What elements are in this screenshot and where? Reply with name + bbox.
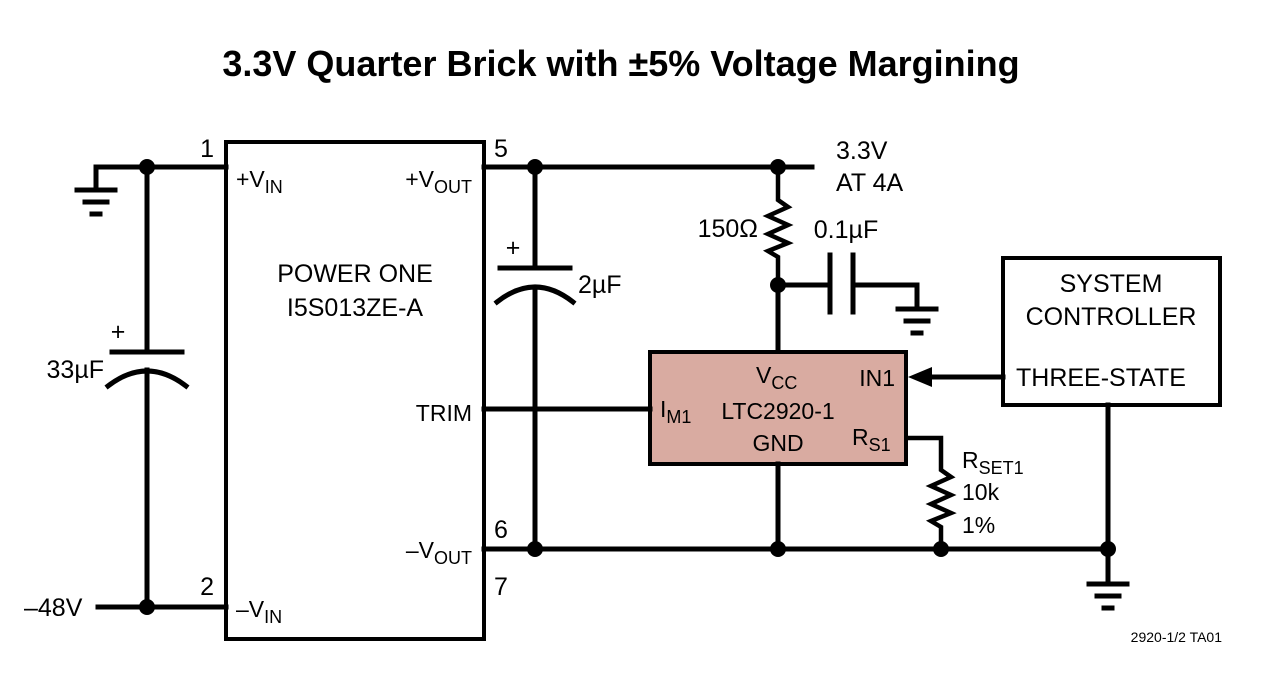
cout-value-label: 2µF bbox=[578, 271, 622, 299]
wire-ground-vin-plus bbox=[93, 164, 229, 191]
pin-label-vin-plus: +VIN bbox=[236, 166, 283, 197]
power-brick-block bbox=[224, 140, 486, 641]
resistor-rvcc bbox=[762, 167, 794, 285]
chip-pin-gnd: GND bbox=[752, 430, 803, 456]
wire-bypass-ground bbox=[850, 282, 920, 310]
chip-pin-rs1: RS1 bbox=[852, 424, 891, 455]
rset-label: RSET1 bbox=[962, 447, 1024, 478]
ground-symbol-bypass bbox=[895, 306, 939, 336]
pin-label-vin-minus: –VIN bbox=[236, 596, 282, 627]
chip-pin-im1: IM1 bbox=[660, 396, 691, 427]
brick-name-line2: I5S013ZE-A bbox=[287, 294, 424, 322]
rset-value-label: 10k bbox=[962, 479, 1000, 505]
junction-dot bbox=[933, 541, 949, 557]
cout-plus-sign: + bbox=[506, 234, 521, 262]
pin-label-trim: TRIM bbox=[416, 400, 472, 426]
cbypass-value-label: 0.1µF bbox=[814, 216, 878, 244]
capacitor-cin bbox=[104, 349, 190, 390]
rset-tolerance-label: 1% bbox=[962, 512, 995, 538]
net-label-output-voltage: 3.3V bbox=[836, 137, 888, 165]
pin-label-vout-plus: +VOUT bbox=[405, 166, 472, 197]
pin-number-6: 6 bbox=[494, 516, 508, 544]
chip-pin-in1: IN1 bbox=[859, 365, 895, 391]
brick-name-line1: POWER ONE bbox=[277, 260, 433, 288]
system-controller-block bbox=[1001, 256, 1222, 407]
capacitor-cout bbox=[493, 265, 577, 306]
chip-name: LTC2920-1 bbox=[721, 398, 834, 424]
controller-name-line2: CONTROLLER bbox=[1026, 303, 1197, 331]
net-label-input-neg: –48V bbox=[24, 594, 83, 622]
rvcc-value-label: 150Ω bbox=[698, 215, 758, 243]
junction-dot bbox=[527, 541, 543, 557]
diagram-title: 3.3V Quarter Brick with ±5% Voltage Marg… bbox=[222, 43, 1019, 84]
controller-output-label: THREE-STATE bbox=[1016, 364, 1186, 392]
controller-name-line1: SYSTEM bbox=[1060, 270, 1163, 298]
pin-label-vout-minus: –VOUT bbox=[406, 537, 472, 568]
cin-plus-sign: + bbox=[111, 318, 126, 346]
cin-value-label: 33µF bbox=[47, 356, 104, 384]
arrow-head-icon bbox=[908, 367, 932, 387]
pin-number-7: 7 bbox=[494, 573, 508, 601]
pin-number-5: 5 bbox=[494, 135, 508, 163]
chip-pin-vcc: VCC bbox=[756, 362, 797, 393]
figure-reference: 2920-1/2 TA01 bbox=[1131, 629, 1223, 645]
resistor-rset bbox=[906, 435, 957, 549]
ground-symbol-input bbox=[74, 187, 118, 217]
pin-number-2: 2 bbox=[200, 573, 214, 601]
ground-symbol-controller bbox=[1086, 581, 1130, 611]
junction-dot bbox=[770, 541, 786, 557]
pin-number-1: 1 bbox=[200, 135, 214, 163]
net-label-output-current: AT 4A bbox=[836, 169, 903, 197]
capacitor-bypass bbox=[827, 252, 856, 315]
ltc2920-chip-block bbox=[648, 350, 908, 466]
